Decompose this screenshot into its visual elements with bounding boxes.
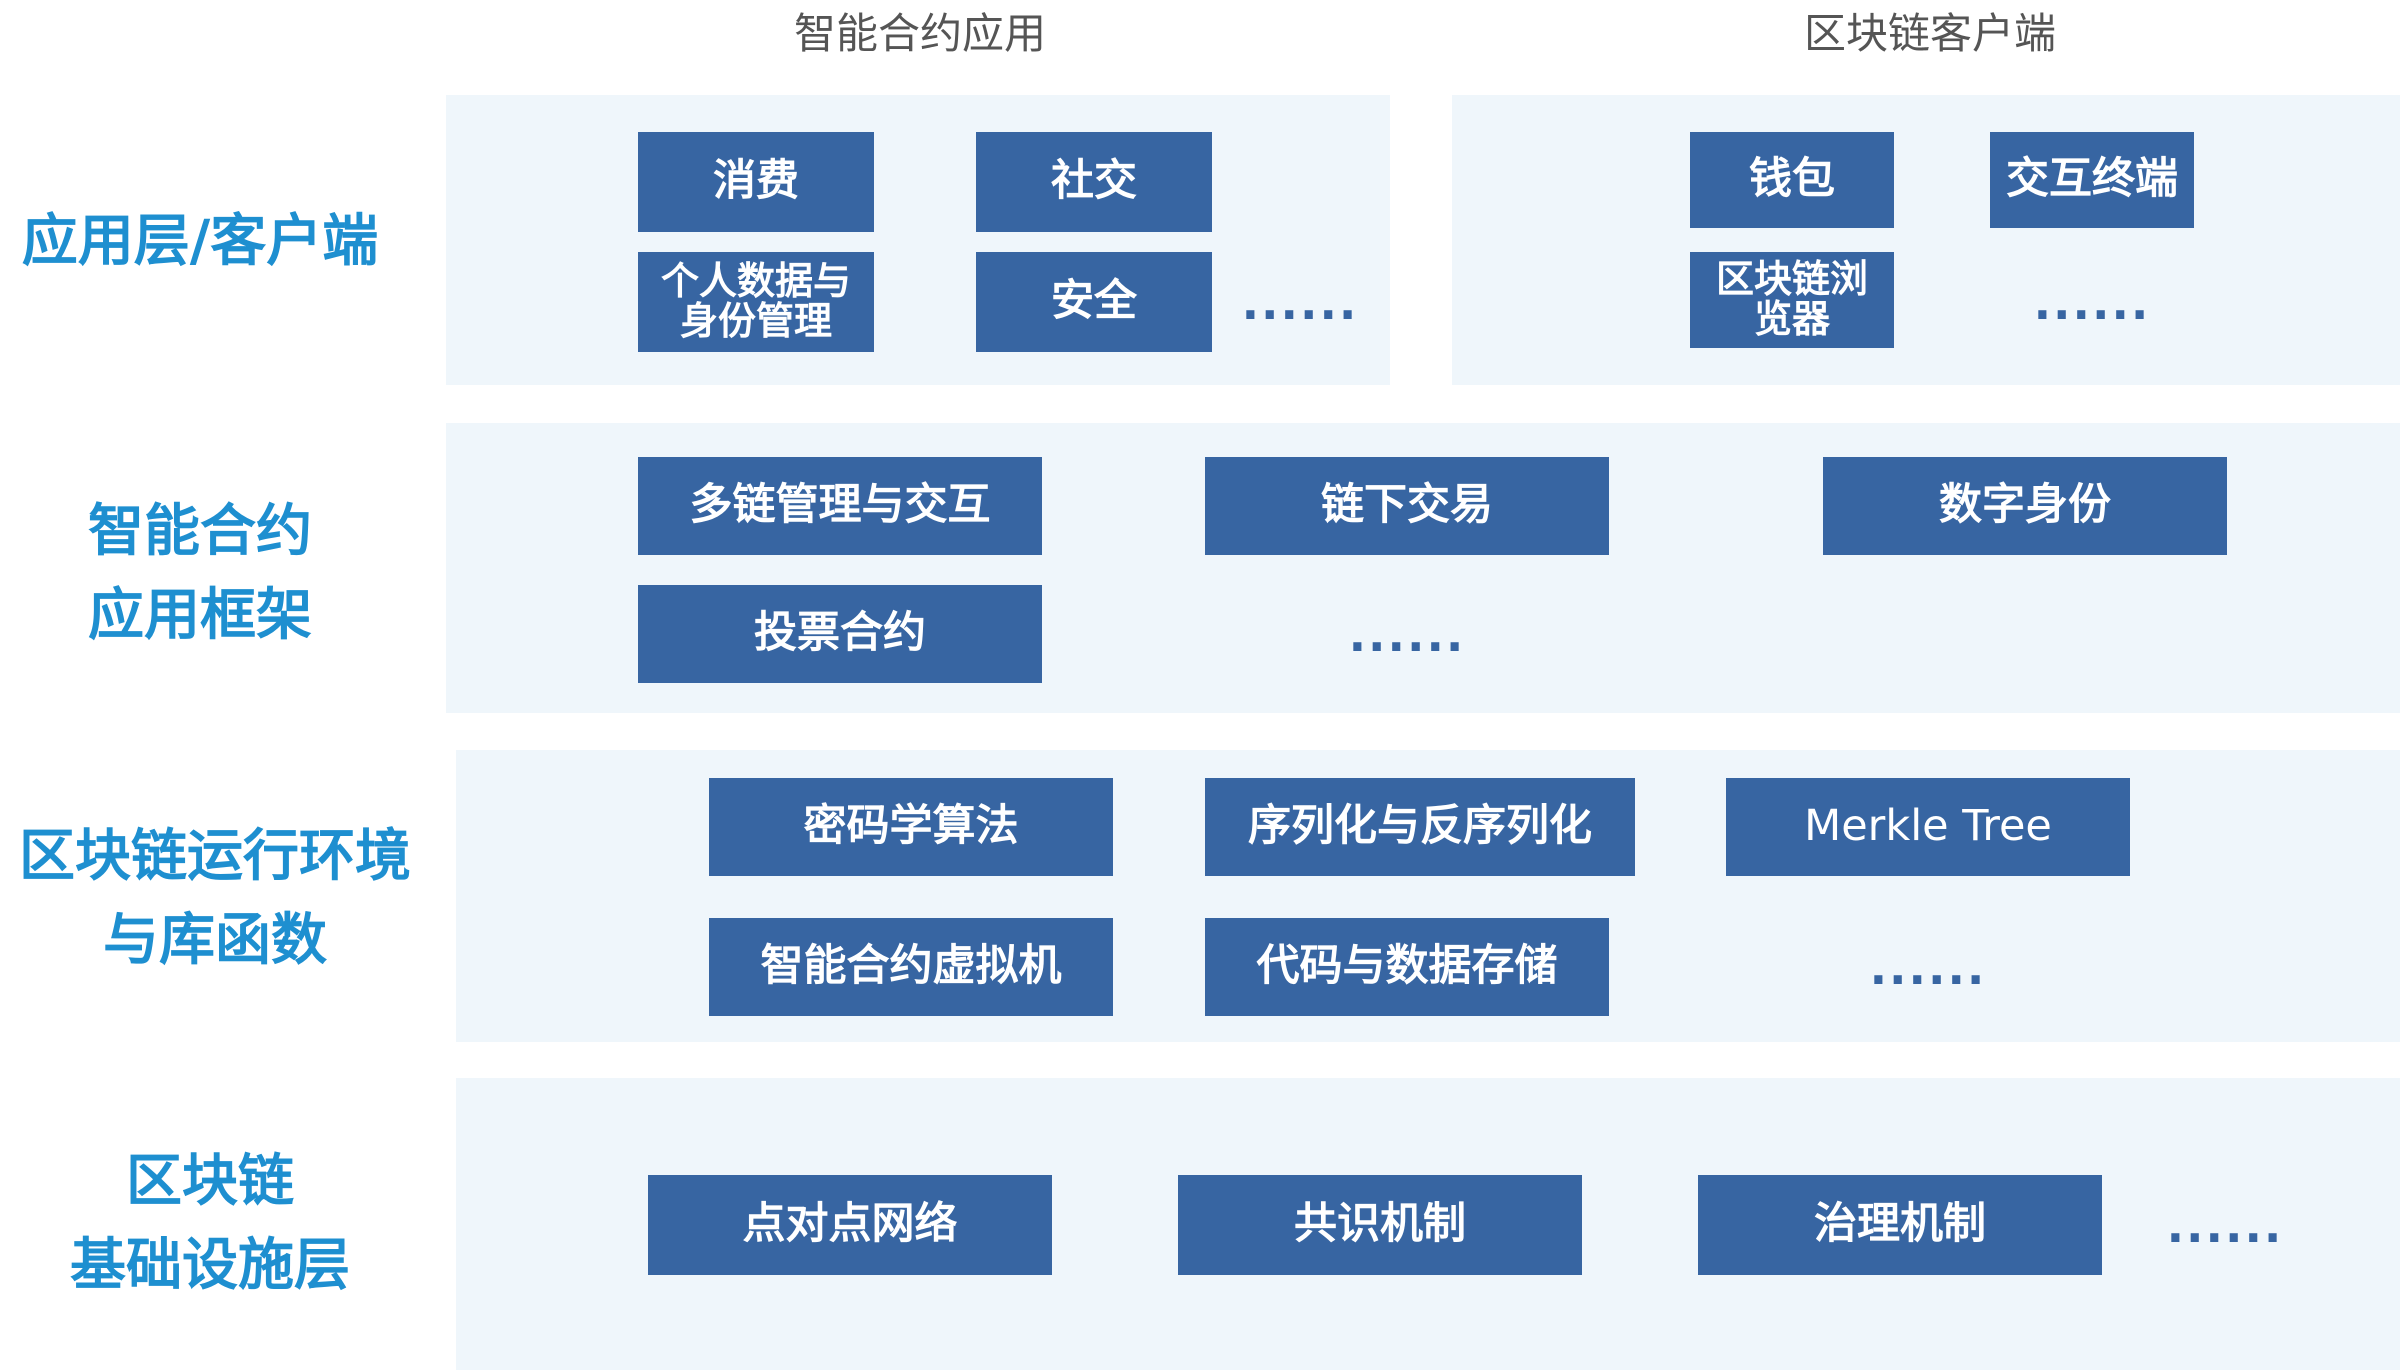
box-cryptography: 密码学算法 [709, 778, 1113, 876]
box-digital-identity: 数字身份 [1823, 457, 2227, 555]
box-multichain-management: 多链管理与交互 [638, 457, 1042, 555]
box-merkle-tree: Merkle Tree [1726, 778, 2130, 876]
box-consensus: 共识机制 [1178, 1175, 1582, 1275]
panel-application-right [1452, 95, 2400, 385]
box-wallet: 钱包 [1690, 132, 1894, 228]
panel-application-left [446, 95, 1390, 385]
more-application-left: ...... [1241, 276, 1359, 330]
box-consumption: 消费 [638, 132, 874, 232]
header-blockchain-client: 区块链客户端 [1803, 9, 2056, 58]
layer-label-runtime: 区块链运行环境 与库函数 [19, 824, 411, 973]
layer-label-framework: 智能合约 应用框架 [88, 499, 312, 648]
box-blockchain-browser: 区块链浏览器 [1690, 252, 1894, 348]
more-infrastructure: ...... [2166, 1199, 2284, 1253]
box-social: 社交 [976, 132, 1212, 232]
more-runtime: ...... [1869, 941, 1987, 995]
box-voting-contract: 投票合约 [638, 585, 1042, 683]
more-application-right: ...... [2033, 276, 2151, 330]
box-code-data-storage: 代码与数据存储 [1205, 918, 1609, 1016]
more-framework: ...... [1348, 608, 1466, 662]
box-interactive-terminal: 交互终端 [1990, 132, 2194, 228]
box-p2p-network: 点对点网络 [648, 1175, 1052, 1275]
layer-label-application: 应用层/客户端 [21, 209, 379, 274]
box-offchain-transaction: 链下交易 [1205, 457, 1609, 555]
header-smart-contract-apps: 智能合约应用 [793, 9, 1046, 58]
box-serialization: 序列化与反序列化 [1205, 778, 1635, 876]
box-personal-data-identity: 个人数据与身份管理 [638, 252, 874, 352]
box-security: 安全 [976, 252, 1212, 352]
box-governance: 治理机制 [1698, 1175, 2102, 1275]
box-contract-vm: 智能合约虚拟机 [709, 918, 1113, 1016]
layer-label-infrastructure: 区块链 基础设施层 [70, 1149, 350, 1298]
